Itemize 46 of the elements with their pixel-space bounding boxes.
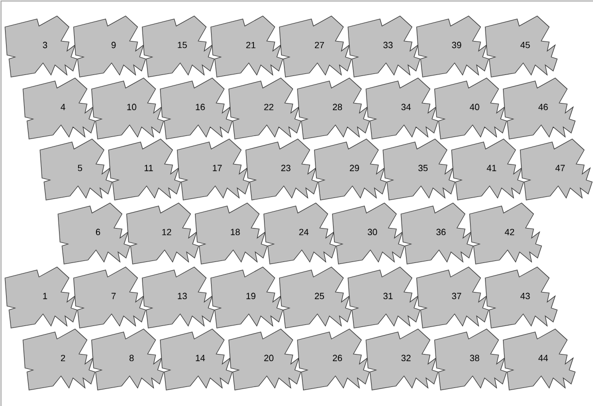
tile: 3 bbox=[4, 16, 78, 78]
tile: 16 bbox=[160, 78, 233, 140]
tile: 29 bbox=[314, 138, 387, 200]
tile: 34 bbox=[366, 78, 438, 140]
tile: 25 bbox=[279, 266, 352, 328]
tile: 30 bbox=[332, 202, 405, 264]
tile: 44 bbox=[502, 328, 576, 390]
tile: 14 bbox=[160, 328, 233, 390]
tile: 27 bbox=[279, 16, 352, 78]
tile: 26 bbox=[297, 328, 370, 390]
tile: 11 bbox=[108, 138, 181, 200]
tile: 28 bbox=[297, 78, 370, 140]
tile: 41 bbox=[451, 138, 524, 200]
tile: 32 bbox=[366, 328, 438, 390]
tile: 43 bbox=[484, 266, 558, 328]
tile: 20 bbox=[228, 328, 302, 390]
tile: 4 bbox=[22, 78, 96, 140]
tile: 23 bbox=[246, 138, 318, 200]
tile: 12 bbox=[126, 202, 199, 264]
tile: 46 bbox=[502, 78, 576, 140]
tile: 17 bbox=[176, 138, 250, 200]
tile: 1 bbox=[4, 266, 78, 328]
tile: 38 bbox=[434, 328, 507, 390]
tile: 21 bbox=[210, 16, 284, 78]
tile: 42 bbox=[469, 202, 542, 264]
tile: 13 bbox=[142, 266, 215, 328]
tile: 37 bbox=[416, 266, 489, 328]
tile: 31 bbox=[348, 266, 420, 328]
tile: 10 bbox=[91, 78, 164, 140]
tile: 7 bbox=[73, 266, 146, 328]
tile: 47 bbox=[520, 138, 593, 200]
tile: 8 bbox=[91, 328, 164, 390]
tile: 39 bbox=[416, 16, 489, 78]
tile: 6 bbox=[58, 202, 130, 264]
tile: 40 bbox=[434, 78, 507, 140]
tile: 9 bbox=[73, 16, 146, 78]
tile: 36 bbox=[400, 202, 474, 264]
tile: 2 bbox=[22, 328, 96, 390]
tile: 33 bbox=[348, 16, 420, 78]
tile: 5 bbox=[40, 138, 112, 200]
tile: 45 bbox=[484, 16, 558, 78]
tile: 35 bbox=[382, 138, 456, 200]
tile: 15 bbox=[142, 16, 215, 78]
tile: 19 bbox=[210, 266, 284, 328]
tile: 18 bbox=[194, 202, 268, 264]
tile: 22 bbox=[228, 78, 302, 140]
